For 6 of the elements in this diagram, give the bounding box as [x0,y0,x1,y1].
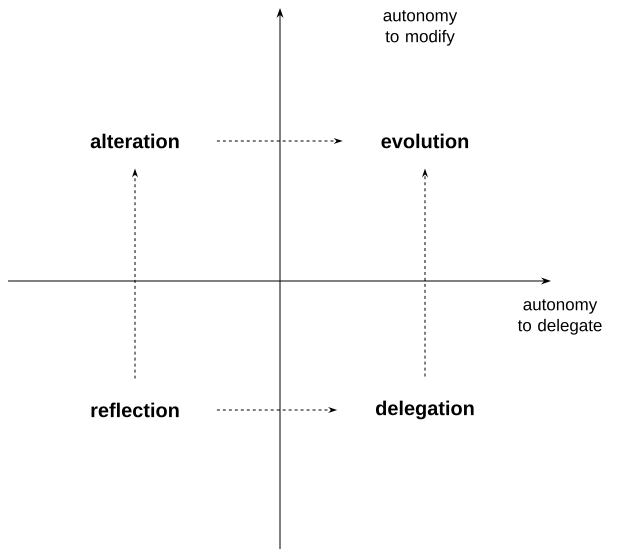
node-label: reflection [91,402,179,418]
node-label: evolution [382,134,468,148]
node-label: delegation [376,400,474,420]
node-label: alteration [90,134,179,148]
axis-label: autonomy to delegate [518,299,602,335]
axis-label: autonomy to modify [384,10,458,46]
